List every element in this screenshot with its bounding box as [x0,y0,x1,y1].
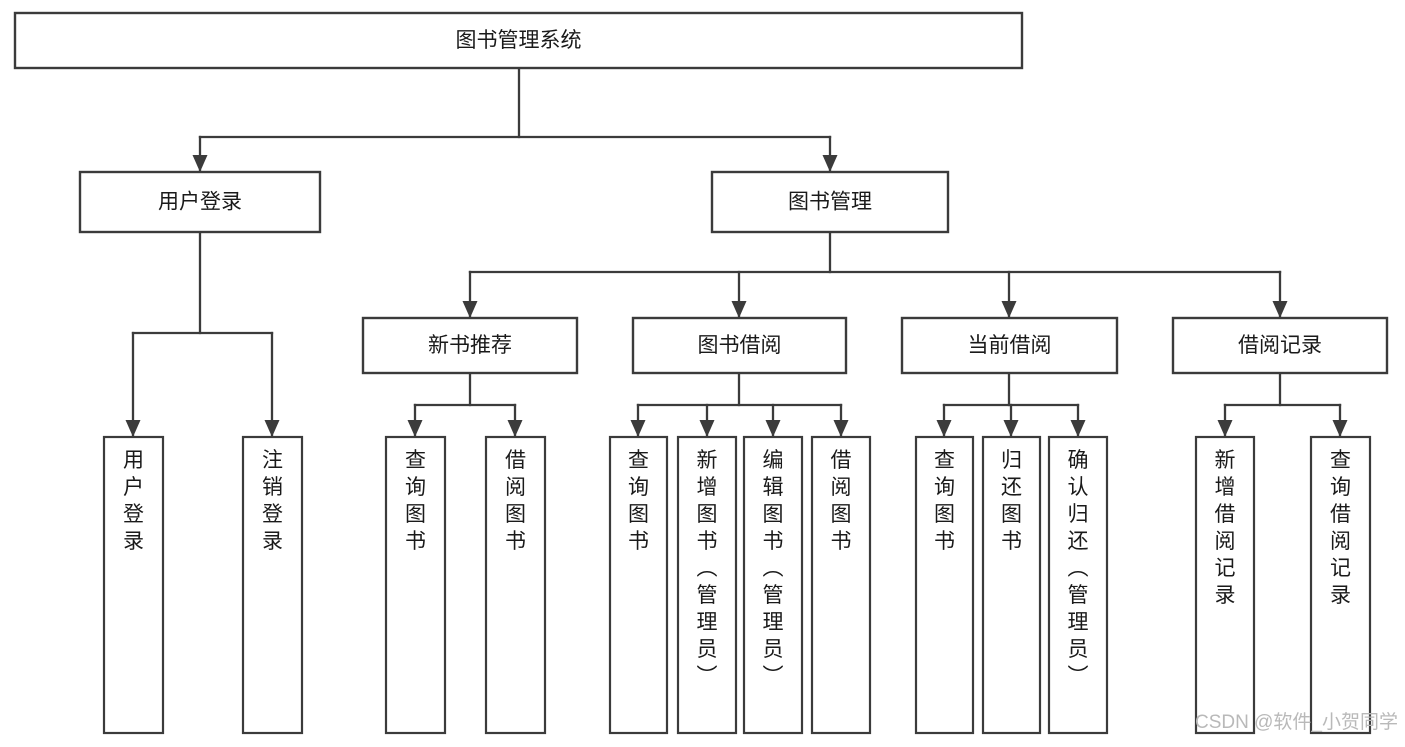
node-box-book-borrow [631,316,848,375]
connector-book-mgmt-to-level2 [462,230,1288,320]
node-label-leaf-query-borrow-record: 查询借阅记录 [1330,449,1351,607]
node-label-leaf-add-borrow-record: 新增借阅记录 [1215,449,1236,607]
node-leaf-query-book-current[interactable]: 查询图书 [914,435,975,735]
node-label-leaf-query-book-recommend: 查询图书 [405,449,426,553]
node-leaf-query-book-borrow[interactable]: 查询图书 [608,435,669,735]
node-box-leaf-edit-book [742,435,804,735]
arrow-head-icon [1003,420,1019,437]
node-label-book-management: 图书管理 [788,191,872,214]
node-box-leaf-return-book [981,435,1042,735]
node-book-management[interactable]: 图书管理 [710,170,950,234]
connector-root-to-level1 [192,66,838,174]
node-leaf-query-book-recommend[interactable]: 查询图书 [384,435,447,735]
connector-user-login-to-leaves [125,230,280,439]
node-label-leaf-query-book-borrow: 查询图书 [628,449,649,553]
node-leaf-confirm-return[interactable]: 确认归还︵管理员︶ [1047,435,1109,735]
node-box-leaf-query-book-current [914,435,975,735]
arrow-head-icon [630,420,646,437]
node-label-leaf-confirm-return: 确认归还︵管理员︶ [1068,449,1089,688]
node-user-login[interactable]: 用户登录 [78,170,322,234]
node-leaf-logout[interactable]: 注销登录 [241,435,304,735]
connector-borrow-to-leaves [630,371,849,439]
connector-record-to-leaves [1217,371,1348,439]
node-box-leaf-add-borrow-record [1194,435,1256,735]
node-box-borrow-record [1171,316,1389,375]
arrow-head-icon [731,301,747,318]
arrow-head-icon [1217,420,1233,437]
node-leaf-return-book[interactable]: 归还图书 [981,435,1042,735]
arrow-head-icon [192,155,208,172]
node-box-user-login [78,170,322,234]
node-box-book-management [710,170,950,234]
connector-edges-group [125,66,1348,439]
node-label-leaf-logout: 注销登录 [262,449,283,553]
node-label-root: 图书管理系统 [456,29,582,52]
node-label-new-book-recommend: 新书推荐 [428,334,512,357]
arrow-head-icon [462,301,478,318]
node-label-leaf-borrow-book-recommend: 借阅图书 [505,449,526,553]
node-box-leaf-logout [241,435,304,735]
arrow-head-icon [699,420,715,437]
arrow-head-icon [1070,420,1086,437]
csdn-watermark: CSDN @软件_小贺同学 [1195,711,1398,733]
arrow-head-icon [507,420,523,437]
node-leaf-borrow-book-recommend[interactable]: 借阅图书 [484,435,547,735]
node-label-leaf-edit-book: 编辑图书︵管理员︶ [763,449,784,688]
node-leaf-edit-book[interactable]: 编辑图书︵管理员︶ [742,435,804,735]
node-new-book-recommend[interactable]: 新书推荐 [361,316,579,375]
node-box-leaf-query-borrow-record [1309,435,1372,735]
node-leaf-borrow-book[interactable]: 借阅图书 [810,435,872,735]
arrow-head-icon [1332,420,1348,437]
node-root[interactable]: 图书管理系统 [13,11,1024,70]
node-label-leaf-borrow-book: 借阅图书 [831,449,852,553]
arrow-head-icon [833,420,849,437]
node-book-borrow[interactable]: 图书借阅 [631,316,848,375]
node-box-leaf-borrow-book-recommend [484,435,547,735]
node-borrow-record[interactable]: 借阅记录 [1171,316,1389,375]
node-box-leaf-confirm-return [1047,435,1109,735]
arrow-head-icon [264,420,280,437]
node-box-new-book-recommend [361,316,579,375]
node-current-borrow[interactable]: 当前借阅 [900,316,1119,375]
node-label-leaf-user-login: 用户登录 [123,449,144,553]
node-box-root [13,11,1024,70]
node-label-borrow-record: 借阅记录 [1238,334,1322,357]
node-label-leaf-return-book: 归还图书 [1001,449,1022,553]
node-label-leaf-add-book: 新增图书︵管理员︶ [697,449,718,688]
node-box-leaf-borrow-book [810,435,872,735]
node-label-user-login: 用户登录 [158,191,242,214]
node-box-current-borrow [900,316,1119,375]
node-label-book-borrow: 图书借阅 [698,334,782,357]
node-box-leaf-query-book-borrow [608,435,669,735]
arrow-head-icon [765,420,781,437]
node-leaf-add-borrow-record[interactable]: 新增借阅记录 [1194,435,1256,735]
arrow-head-icon [407,420,423,437]
node-label-current-borrow: 当前借阅 [968,334,1052,357]
arrow-head-icon [936,420,952,437]
node-box-leaf-user-login [102,435,165,735]
node-leaf-user-login[interactable]: 用户登录 [102,435,165,735]
arrow-head-icon [822,155,838,172]
arrow-head-icon [1272,301,1288,318]
node-box-leaf-add-book [676,435,738,735]
arrow-head-icon [125,420,141,437]
node-leaf-add-book[interactable]: 新增图书︵管理员︶ [676,435,738,735]
node-label-leaf-query-book-current: 查询图书 [934,449,955,553]
node-leaf-query-borrow-record[interactable]: 查询借阅记录 [1309,435,1372,735]
arrow-head-icon [1001,301,1017,318]
connector-recommend-to-leaves [407,371,523,439]
node-box-leaf-query-book-recommend [384,435,447,735]
nodes-group: 图书管理系统用户登录图书管理新书推荐图书借阅当前借阅借阅记录用户登录注销登录查询… [13,11,1389,735]
connector-current-to-leaves [936,371,1086,439]
